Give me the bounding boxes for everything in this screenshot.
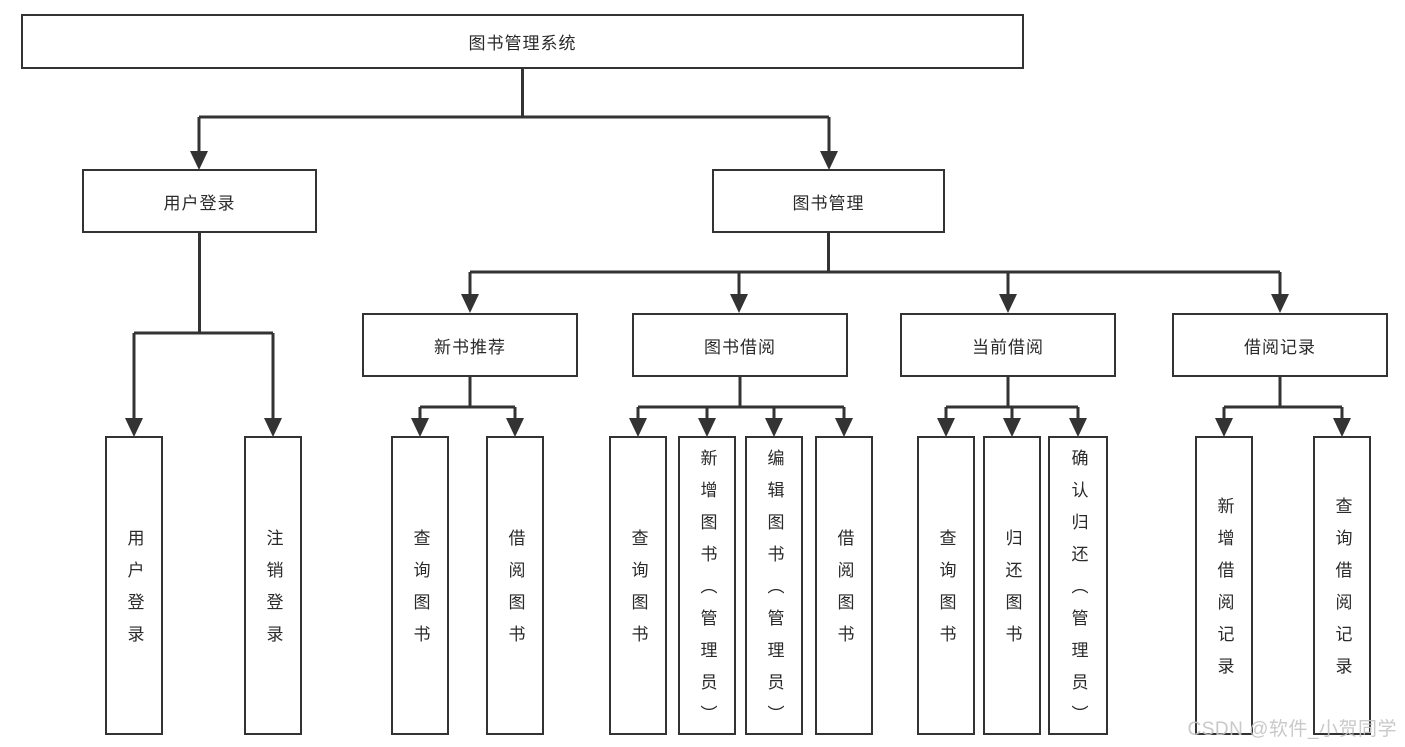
arrowhead-icon [461, 294, 479, 313]
node-borrow-records: 借阅记录 [1172, 313, 1388, 377]
leaf-label: 编辑图书（管理员） [764, 449, 784, 737]
node-label: 借阅记录 [1244, 337, 1316, 357]
node-label: 新书推荐 [434, 337, 506, 357]
arrowhead-icon [820, 151, 838, 170]
leaf-label: 新增借阅记录 [1214, 497, 1234, 689]
node-user-login: 用户登录 [82, 169, 317, 233]
arrowhead-icon [629, 418, 647, 437]
arrowhead-icon [190, 151, 208, 170]
arrowhead-icon [765, 418, 783, 437]
leaf-label: 借阅图书 [505, 529, 525, 657]
leaf-label: 注销登录 [263, 529, 283, 657]
leaf-label: 查询借阅记录 [1332, 497, 1352, 689]
leaf-query-books-recommend: 查询图书 [391, 436, 449, 735]
arrowhead-icon [506, 418, 524, 437]
node-label: 图书借阅 [704, 337, 776, 357]
connector-current-borrow-branch [944, 377, 1080, 420]
node-book-borrow: 图书借阅 [632, 313, 848, 377]
node-library-management-system: 图书管理系统 [21, 14, 1024, 69]
arrowhead-icon [937, 418, 955, 437]
node-label: 图书管理系统 [468, 34, 577, 53]
leaf-query-borrow-record: 查询借阅记录 [1313, 436, 1371, 735]
arrowhead-icon [698, 418, 716, 437]
leaf-return-book: 归还图书 [983, 436, 1041, 735]
leaf-confirm-return-admin: 确认归还（管理员） [1048, 436, 1108, 737]
leaf-label: 确认归还（管理员） [1068, 449, 1088, 737]
leaf-query-books-borrow: 查询图书 [609, 436, 667, 735]
node-label: 当前借阅 [972, 337, 1044, 357]
connector-borrow-records-branch [1222, 377, 1344, 420]
connector-root-to-level2 [197, 69, 831, 153]
arrowhead-icon [835, 418, 853, 437]
leaf-label: 归还图书 [1002, 529, 1022, 657]
node-book-management: 图书管理 [712, 169, 945, 233]
leaf-borrow-books-recommend: 借阅图书 [486, 436, 544, 735]
leaf-edit-book-admin: 编辑图书（管理员） [745, 436, 803, 737]
arrowhead-icon [999, 294, 1017, 313]
node-label: 图书管理 [792, 193, 865, 213]
connector-book-management-branch [468, 233, 1282, 296]
arrowhead-icon [1069, 418, 1087, 437]
arrowhead-icon [1271, 294, 1289, 313]
leaf-user-login: 用户登录 [105, 436, 163, 735]
node-new-book-recommend: 新书推荐 [362, 313, 578, 377]
arrowhead-icon [264, 418, 282, 437]
arrowhead-icon [730, 294, 748, 313]
leaf-logout: 注销登录 [244, 436, 302, 735]
leaf-query-books-current: 查询图书 [917, 436, 975, 735]
leaf-label: 借阅图书 [834, 529, 854, 657]
arrowhead-icon [125, 418, 143, 437]
watermark-text: CSDN @软件_小贺同学 [1187, 719, 1397, 740]
node-current-borrow: 当前借阅 [900, 313, 1116, 377]
leaf-borrow-books: 借阅图书 [815, 436, 873, 735]
connector-user-login-branch [132, 233, 275, 420]
arrowhead-icon [411, 418, 429, 437]
leaf-label: 查询图书 [410, 529, 430, 657]
leaf-label: 查询图书 [936, 529, 956, 657]
leaf-label: 查询图书 [628, 529, 648, 657]
arrowhead-icon [1215, 418, 1233, 437]
leaf-label: 新增图书（管理员） [697, 449, 717, 737]
arrowhead-icon [1003, 418, 1021, 437]
node-label: 用户登录 [163, 193, 236, 213]
connector-book-borrow-branch [636, 377, 846, 420]
leaf-add-book-admin: 新增图书（管理员） [678, 436, 736, 737]
leaf-label: 用户登录 [124, 529, 144, 657]
connector-new-book-branch [418, 377, 517, 420]
arrowhead-icon [1333, 418, 1351, 437]
leaf-add-borrow-record: 新增借阅记录 [1195, 436, 1253, 735]
